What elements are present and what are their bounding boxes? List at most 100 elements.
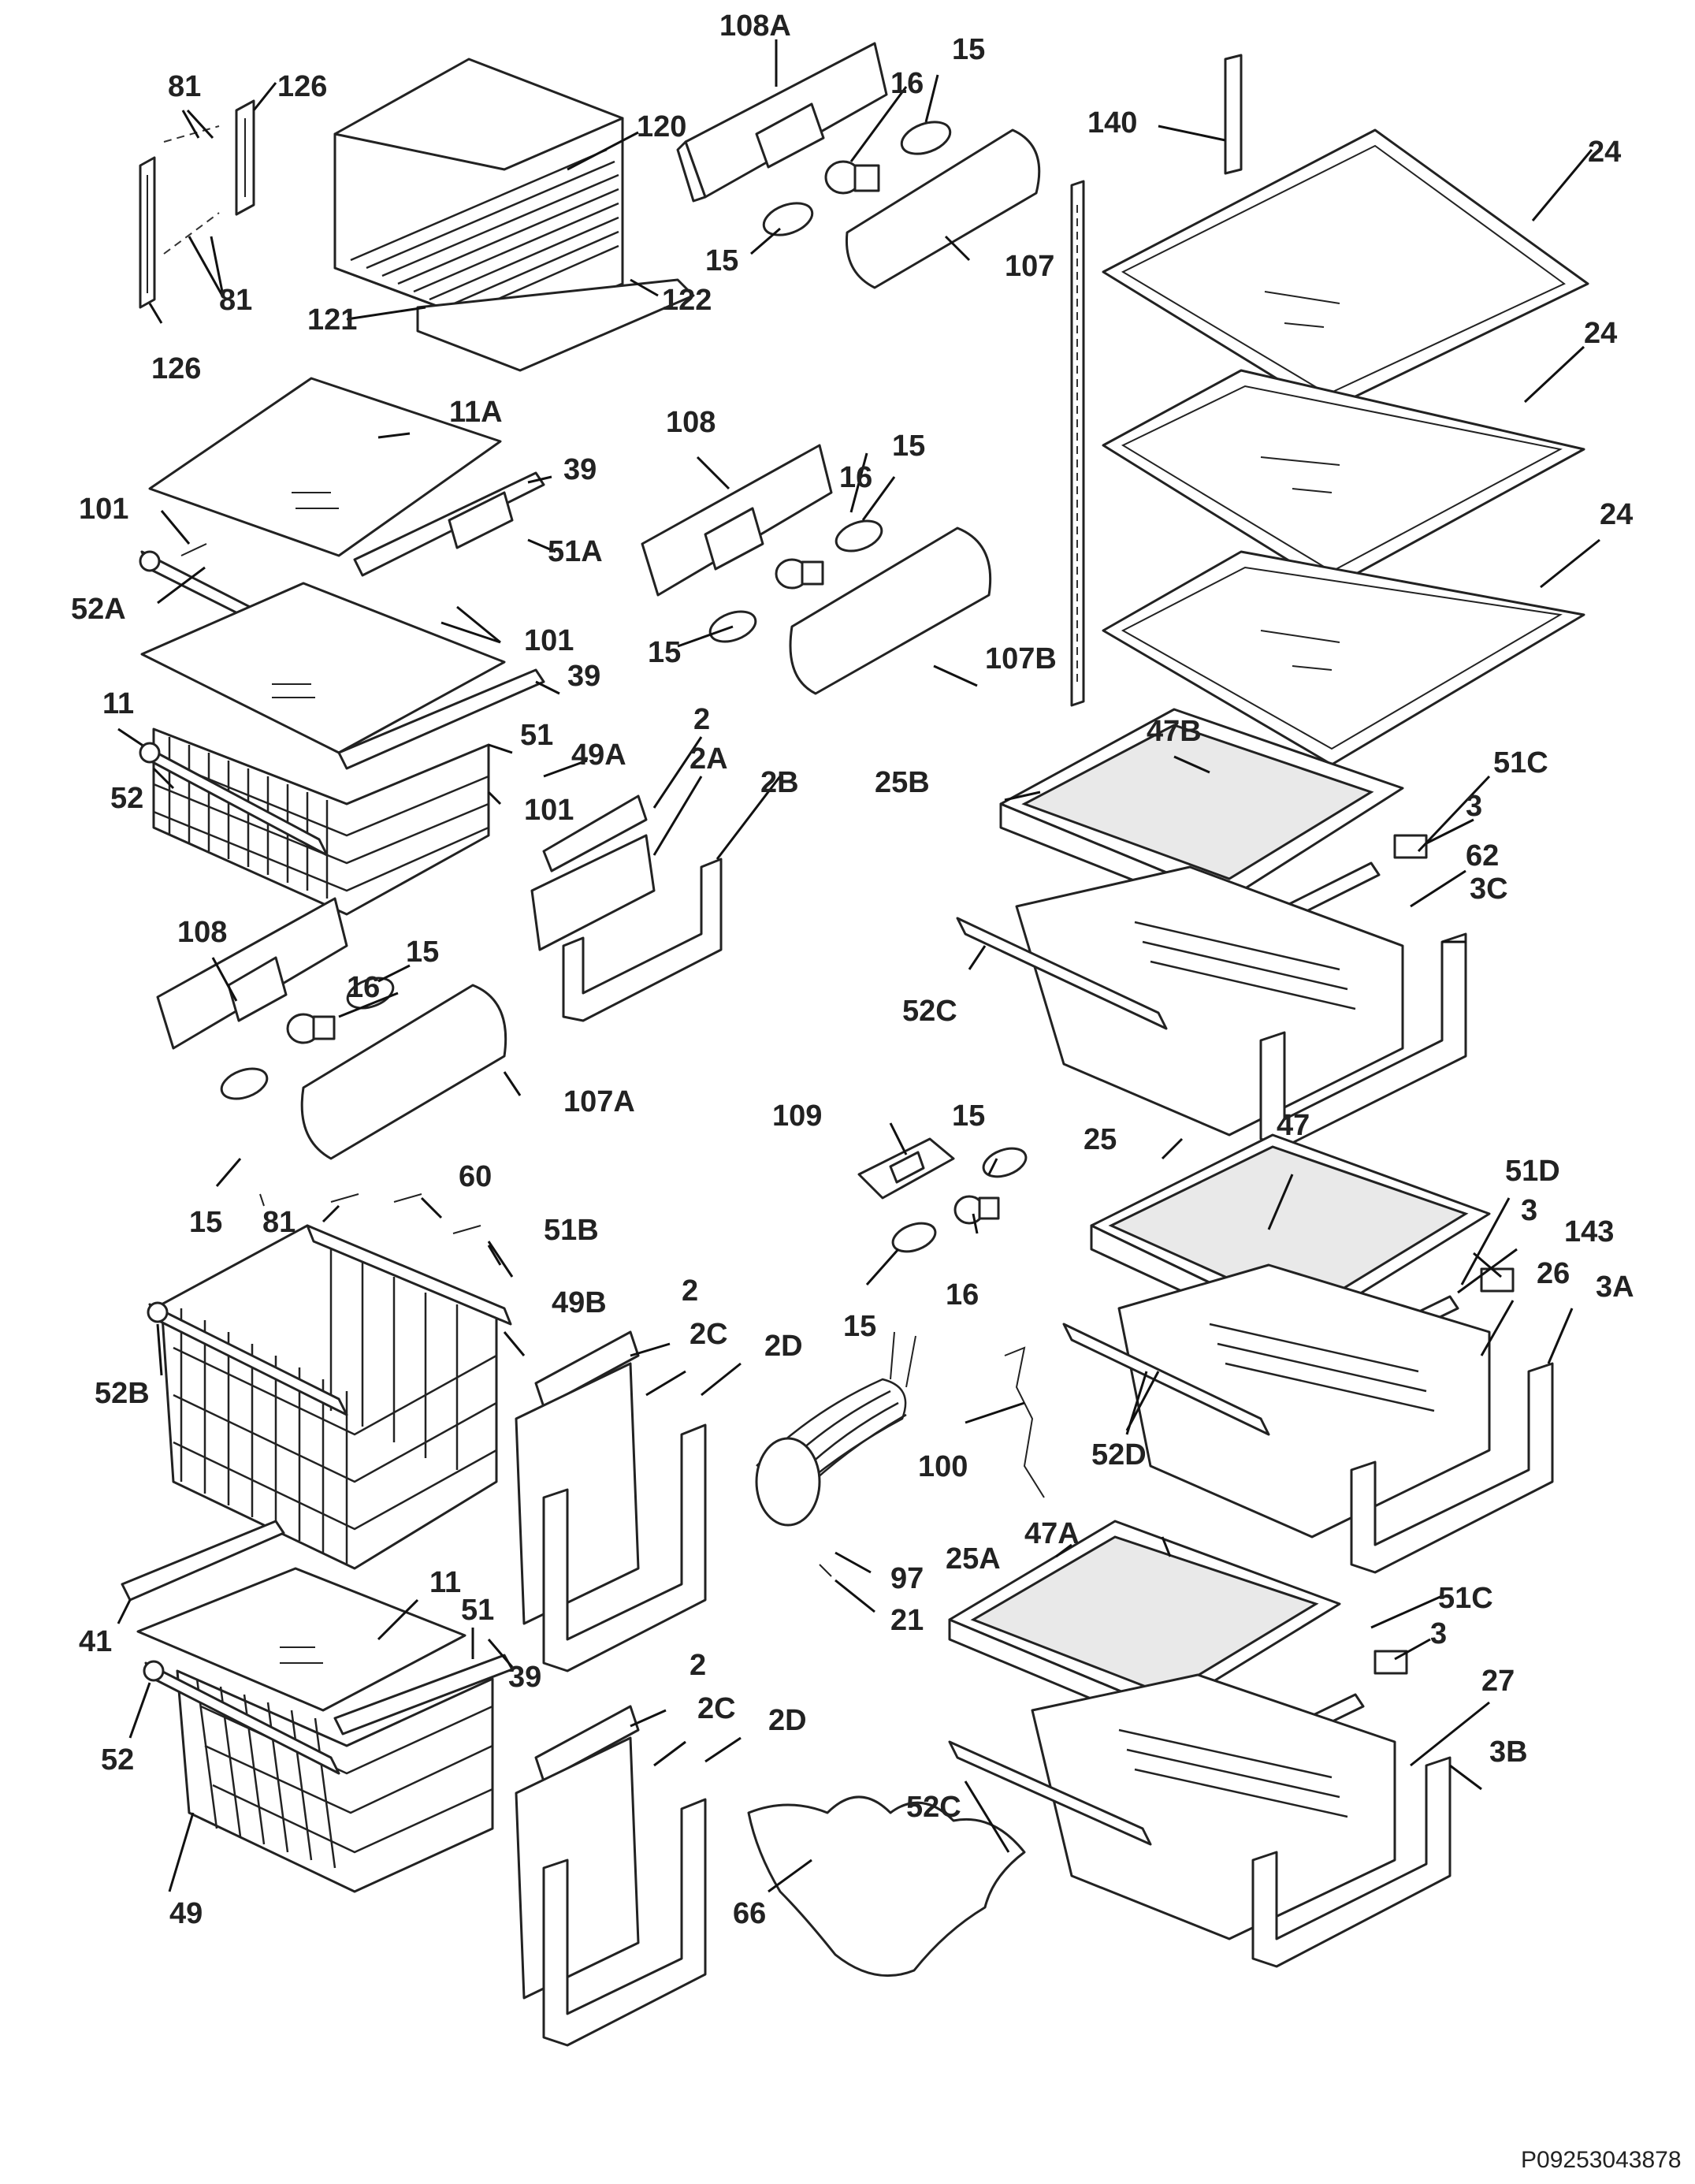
callout-3A: 3A — [1596, 1271, 1634, 1304]
callout-52-b: 52 — [101, 1743, 134, 1777]
callout-49B: 49B — [552, 1286, 607, 1319]
callout-120: 120 — [637, 110, 686, 143]
callout-25A: 25A — [946, 1542, 1001, 1576]
callout-126-b: 126 — [151, 352, 201, 385]
callout-3-c: 3 — [1430, 1617, 1447, 1650]
callout-52A: 52A — [71, 593, 126, 626]
callout-81-b: 81 — [219, 284, 252, 317]
callout-51B: 51B — [544, 1214, 599, 1247]
crisper-pan-120 — [333, 58, 695, 372]
callout-3-b: 3 — [1521, 1194, 1537, 1227]
rail-52C-upper — [956, 917, 1168, 1030]
callout-2C-b: 2C — [697, 1692, 736, 1725]
callout-101-b: 101 — [524, 624, 574, 657]
slide-51A — [448, 491, 514, 549]
callout-26: 26 — [1537, 1257, 1570, 1290]
drawer-frame-3B — [1251, 1756, 1452, 1968]
light-socket-16b — [775, 558, 824, 590]
screw-81 — [330, 1193, 359, 1203]
bin-side-2Cb — [515, 1736, 640, 2000]
callout-27: 27 — [1481, 1665, 1515, 1698]
bin-side-2A — [530, 834, 656, 951]
callout-47: 47 — [1277, 1109, 1310, 1142]
callout-15-c: 15 — [892, 430, 925, 463]
callout-51-b: 51 — [461, 1594, 494, 1627]
bulb-15f — [220, 1067, 269, 1100]
divider-100 — [1004, 1346, 1045, 1498]
callout-122: 122 — [662, 284, 712, 317]
bin-frame-2Da — [542, 1423, 707, 1672]
screws-60 — [393, 1193, 481, 1234]
clip-3-upper — [1393, 834, 1428, 859]
callout-66: 66 — [733, 1897, 766, 1930]
callout-2C-a: 2C — [690, 1318, 728, 1351]
callout-2D-b: 2D — [768, 1704, 807, 1737]
callout-51C-a: 51C — [1493, 746, 1548, 779]
bulb-15b — [762, 202, 814, 236]
callout-2B: 2B — [760, 766, 799, 799]
callout-21: 21 — [890, 1604, 924, 1637]
callout-126-a: 126 — [277, 70, 327, 103]
callout-16-c: 16 — [347, 971, 380, 1004]
bin-trim-2c — [534, 1705, 640, 1783]
callout-24-c: 24 — [1600, 498, 1633, 531]
callout-108A: 108A — [719, 9, 791, 43]
light-socket-16c — [286, 1013, 336, 1044]
shelf-trim-39b — [337, 668, 545, 770]
callout-16-d: 16 — [946, 1278, 979, 1312]
light-cover-107 — [845, 128, 1041, 289]
bin-frame-2B — [562, 858, 723, 1022]
callout-62: 62 — [1466, 839, 1499, 872]
bin-trim-2a — [542, 794, 648, 872]
callout-39-b: 39 — [567, 660, 600, 693]
bin-frame-2Db — [542, 1798, 707, 2047]
callout-labels: 81 126 81 126 120 122 121 108A 16 15 15 … — [71, 9, 1634, 1930]
bracket-126-lower — [139, 156, 156, 309]
crisper-glass-47B — [1021, 724, 1374, 880]
rail-52C-lower — [948, 1740, 1152, 1846]
rail-52B — [147, 1301, 348, 1416]
light-cover-109 — [857, 1137, 955, 1200]
callout-107B: 107B — [985, 642, 1057, 675]
light-housing-108A — [676, 42, 888, 203]
callout-11-b: 11 — [429, 1566, 461, 1599]
callout-11A: 11A — [449, 396, 503, 429]
rail-41 — [121, 1520, 285, 1602]
callout-25: 25 — [1084, 1123, 1117, 1156]
callout-108-b: 108 — [177, 916, 227, 949]
callout-97: 97 — [890, 1562, 924, 1595]
rail-52 — [139, 742, 329, 857]
callout-81-c: 81 — [262, 1206, 296, 1239]
drawer-frame-3A — [1350, 1362, 1554, 1574]
callout-24-a: 24 — [1588, 136, 1621, 169]
callout-39-c: 39 — [508, 1661, 541, 1694]
screw-21 — [819, 1564, 832, 1577]
document-id: P09253043878 — [1521, 2147, 1682, 2173]
callout-16-b: 16 — [839, 461, 872, 494]
callout-49A: 49A — [571, 739, 626, 772]
bulb-15g — [982, 1147, 1028, 1178]
callout-140: 140 — [1087, 106, 1137, 140]
callout-101-a: 101 — [79, 493, 128, 526]
callout-3C: 3C — [1470, 872, 1508, 906]
light-cover-107A — [300, 984, 507, 1160]
callout-107A: 107A — [563, 1085, 635, 1118]
bin-side-2Ca — [515, 1362, 640, 1625]
shelf-24c — [1102, 550, 1585, 766]
callout-52D: 52D — [1091, 1438, 1147, 1472]
callout-2A: 2A — [690, 742, 728, 776]
callout-100: 100 — [918, 1450, 968, 1483]
wire-support-66 — [747, 1795, 1026, 1978]
callout-25B: 25B — [875, 766, 930, 799]
callout-2D-a: 2D — [764, 1330, 803, 1363]
rail-140 — [1070, 54, 1243, 707]
shelf-glass-11 — [140, 582, 506, 754]
callout-15-h: 15 — [843, 1310, 876, 1343]
shelf-trim-39c — [333, 1654, 514, 1736]
callout-15-f: 15 — [189, 1206, 222, 1239]
callout-109: 109 — [772, 1099, 822, 1133]
callout-15-b: 15 — [705, 244, 738, 277]
callout-47B: 47B — [1147, 715, 1202, 748]
callout-51D: 51D — [1505, 1155, 1560, 1188]
